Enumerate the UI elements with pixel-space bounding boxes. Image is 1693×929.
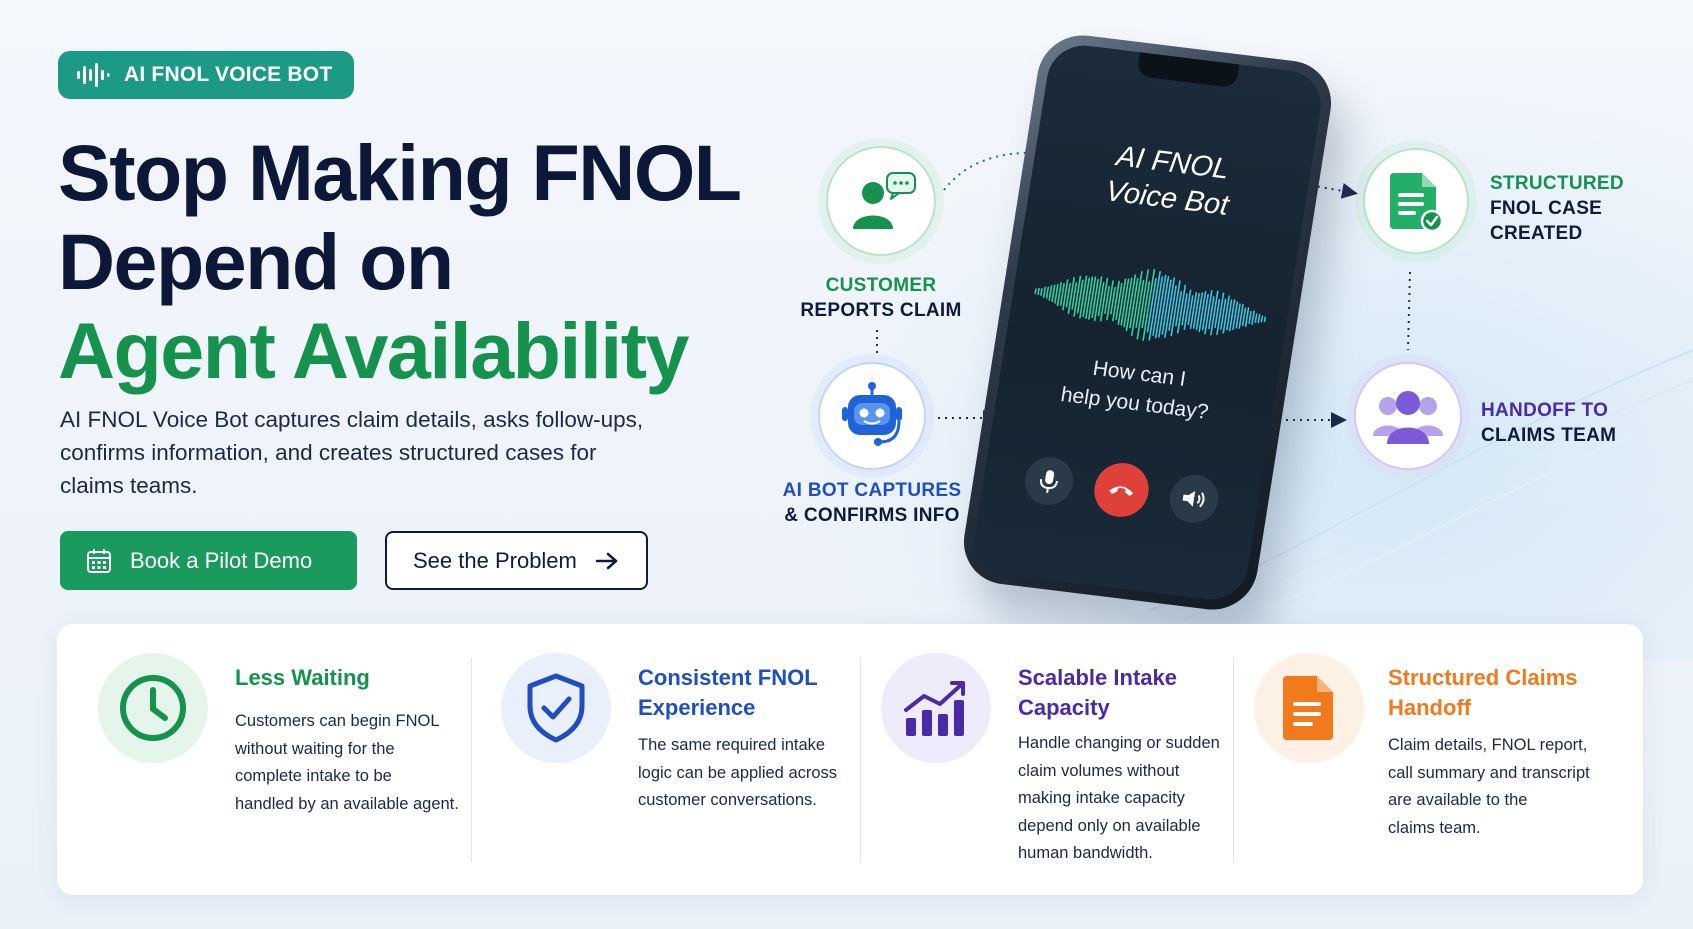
- document-check-icon: [1390, 173, 1444, 233]
- feature-3-title-line-1: Scalable Intake: [1018, 665, 1177, 690]
- feature-divider: [1233, 658, 1234, 862]
- headline-line-2: Depend on: [58, 217, 454, 306]
- feature-divider: [860, 658, 861, 862]
- feature-1-title-line-1: Less Waiting: [235, 665, 370, 690]
- speaker-icon: [1182, 490, 1205, 508]
- handoff-node: [1354, 362, 1462, 470]
- handoff-label: HANDOFF TO CLAIMS TEAM: [1481, 398, 1641, 448]
- feature-3-desc-line-5: human bandwidth.: [1018, 844, 1153, 862]
- feature-3-icon-wrap: [881, 653, 991, 763]
- voice-wave-icon: [77, 63, 110, 87]
- team-icon: [1373, 391, 1443, 444]
- ai-bot-node-label: AI BOT CAPTURES & CONFIRMS INFO: [770, 478, 974, 528]
- feature-4-desc-line-3: are available to the: [1388, 791, 1528, 809]
- customer-label-line-1: CUSTOMER: [825, 275, 937, 296]
- arrow-right-icon: [595, 552, 618, 569]
- feature-2-desc-line-3: customer conversations.: [638, 791, 817, 809]
- ai-bot-label-line-1: AI BOT CAPTURES: [782, 480, 962, 501]
- phone-greeting: How can I help you today?: [996, 343, 1279, 436]
- customer-node-label: CUSTOMER REPORTS CLAIM: [790, 273, 972, 323]
- handoff-label-line-2: CLAIMS TEAM: [1481, 425, 1617, 446]
- feature-3-description: Handle changing or sudden claim volumes …: [1018, 730, 1220, 868]
- customer-node: [826, 146, 936, 256]
- feature-4-desc-line-2: call summary and transcript: [1388, 763, 1590, 782]
- ai-bot-node: [818, 362, 926, 470]
- robot-icon: [842, 382, 902, 446]
- phone-mockup: AI FNOL Voice Bot How can I help you tod…: [957, 30, 1338, 615]
- feature-1-desc-line-2: without waiting for the: [235, 739, 395, 758]
- customer-label-line-2: REPORTS CLAIM: [800, 300, 962, 321]
- feature-4-description: Claim details, FNOL report, call summary…: [1388, 732, 1590, 842]
- microphone-button[interactable]: [1020, 454, 1077, 508]
- feature-divider: [471, 658, 472, 862]
- feature-1-desc-line-1: Customers can begin FNOL: [235, 712, 440, 730]
- feature-3-title: Scalable Intake Capacity: [1018, 663, 1177, 723]
- feature-4-desc-line-1: Claim details, FNOL report,: [1388, 736, 1588, 754]
- description-line-3: claims teams.: [60, 473, 198, 498]
- phone-screen: AI FNOL Voice Bot How can I help you tod…: [969, 41, 1326, 604]
- feature-3-title-line-2: Capacity: [1018, 695, 1110, 720]
- headline-line-1: Stop Making FNOL: [58, 128, 742, 217]
- growth-chart-icon: [904, 681, 965, 736]
- book-pilot-demo-label: Book a Pilot Demo: [130, 547, 313, 573]
- feature-1-title: Less Waiting: [235, 663, 370, 693]
- feature-4-desc-line-4: claims team.: [1388, 818, 1481, 837]
- feature-3-desc-line-4: depend only on available: [1018, 816, 1201, 835]
- feature-2-title: Consistent FNOL Experience: [638, 663, 818, 723]
- feature-3-desc-line-2: claim volumes without: [1018, 761, 1180, 780]
- document-icon: [1283, 676, 1333, 740]
- feature-4-icon-wrap: [1254, 653, 1364, 763]
- shield-check-icon: [527, 673, 585, 743]
- phone-app-title: AI FNOL Voice Bot: [1028, 128, 1312, 233]
- product-badge: AI FNOL VOICE BOT: [58, 51, 354, 99]
- structured-label-line-1: STRUCTURED: [1490, 173, 1624, 194]
- see-the-problem-label: See the Problem: [413, 547, 577, 573]
- book-pilot-demo-button[interactable]: Book a Pilot Demo: [60, 531, 357, 590]
- speaker-button[interactable]: [1165, 472, 1222, 526]
- structured-label-line-2: FNOL CASE: [1490, 198, 1603, 219]
- structured-label-line-3: CREATED: [1490, 223, 1583, 244]
- feature-4-title-line-2: Handoff: [1388, 695, 1472, 720]
- feature-4-title: Structured Claims Handoff: [1388, 663, 1578, 723]
- structured-case-label: STRUCTURED FNOL CASE CREATED: [1490, 171, 1640, 246]
- features-panel: Less Waiting Customers can begin FNOL wi…: [57, 624, 1643, 895]
- feature-4-title-line-1: Structured Claims: [1388, 665, 1578, 690]
- description-line-2: confirms information, and creates struct…: [60, 440, 597, 465]
- feature-1-description: Customers can begin FNOL without waiting…: [235, 708, 459, 818]
- description-line-1: AI FNOL Voice Bot captures claim details…: [60, 407, 644, 432]
- feature-2-desc-line-1: The same required intake: [638, 736, 826, 754]
- feature-1-desc-line-3: complete intake to be: [235, 767, 392, 785]
- feature-1-desc-line-4: handled by an available agent.: [235, 794, 459, 813]
- see-the-problem-button[interactable]: See the Problem: [385, 531, 648, 590]
- feature-2-title-line-1: Consistent FNOL: [638, 665, 818, 690]
- calendar-icon: [87, 548, 111, 573]
- hero-description: AI FNOL Voice Bot captures claim details…: [60, 403, 700, 502]
- structured-case-node: [1363, 148, 1469, 254]
- feature-1-icon-wrap: [98, 653, 208, 763]
- phone-hangup-icon: [1108, 486, 1133, 496]
- customer-chat-icon: [853, 172, 916, 229]
- feature-2-desc-line-2: logic can be applied across: [638, 763, 838, 782]
- feature-2-title-line-2: Experience: [638, 695, 756, 720]
- feature-3-desc-line-1: Handle changing or sudden: [1018, 734, 1220, 752]
- call-controls: [980, 446, 1262, 533]
- feature-3-desc-line-3: making intake capacity: [1018, 789, 1185, 807]
- handoff-label-line-1: HANDOFF TO: [1481, 400, 1609, 421]
- feature-2-description: The same required intake logic can be ap…: [638, 732, 837, 815]
- clock-icon: [120, 675, 186, 741]
- ai-bot-label-line-2: & CONFIRMS INFO: [784, 505, 960, 526]
- voice-waveform-icon: [1034, 269, 1267, 342]
- headline-line-3: Agent Availability: [58, 306, 689, 395]
- end-call-button[interactable]: [1089, 459, 1153, 520]
- microphone-icon: [1039, 470, 1058, 493]
- feature-2-icon-wrap: [501, 653, 611, 763]
- hero-headline: Stop Making FNOL Depend on Agent Availab…: [58, 128, 742, 395]
- badge-label: AI FNOL VOICE BOT: [124, 63, 333, 86]
